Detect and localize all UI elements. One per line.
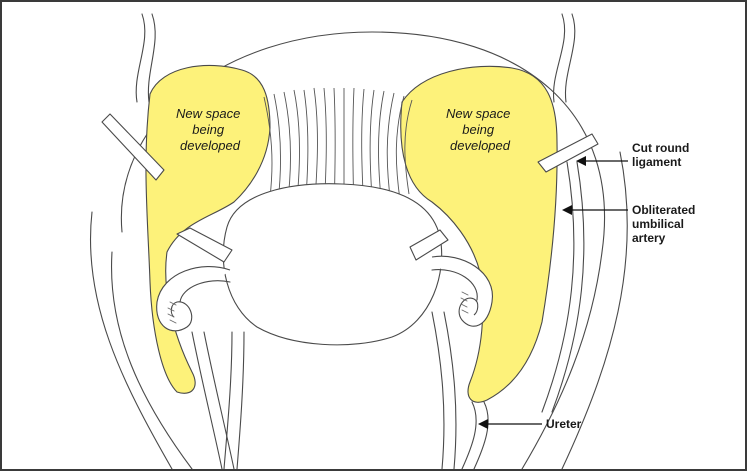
new-space-label-right-line-2: being [462, 122, 495, 137]
callout-umbilical-artery-line-2: umbilical [632, 217, 684, 231]
new-space-label-left-line-1: New space [176, 106, 240, 121]
callout-arrow-ureter [478, 419, 542, 429]
callout-round-ligament-line-2: ligament [632, 155, 681, 169]
left-adnexa [157, 267, 230, 331]
new-space-label-left-line-3: developed [180, 138, 241, 153]
callout-ureter: Ureter [546, 417, 582, 431]
callout-umbilical-artery-line-3: artery [632, 231, 666, 245]
callout-umbilical-artery-line-1: Obliterated [632, 203, 695, 217]
callout-arrow-umbilical-artery [562, 205, 628, 215]
callout-umbilical-artery: Obliterated umbilical artery [632, 203, 699, 245]
callout-arrow-round-ligament [576, 156, 628, 166]
callout-round-ligament: Cut round ligament [632, 141, 693, 169]
uterus-body [223, 184, 441, 345]
new-space-label-right-line-3: developed [450, 138, 511, 153]
callout-ureter-line-1: Ureter [546, 417, 582, 431]
new-space-label-left-line-2: being [192, 122, 225, 137]
new-space-label-right-line-1: New space [446, 106, 510, 121]
callout-round-ligament-line-1: Cut round [632, 141, 689, 155]
